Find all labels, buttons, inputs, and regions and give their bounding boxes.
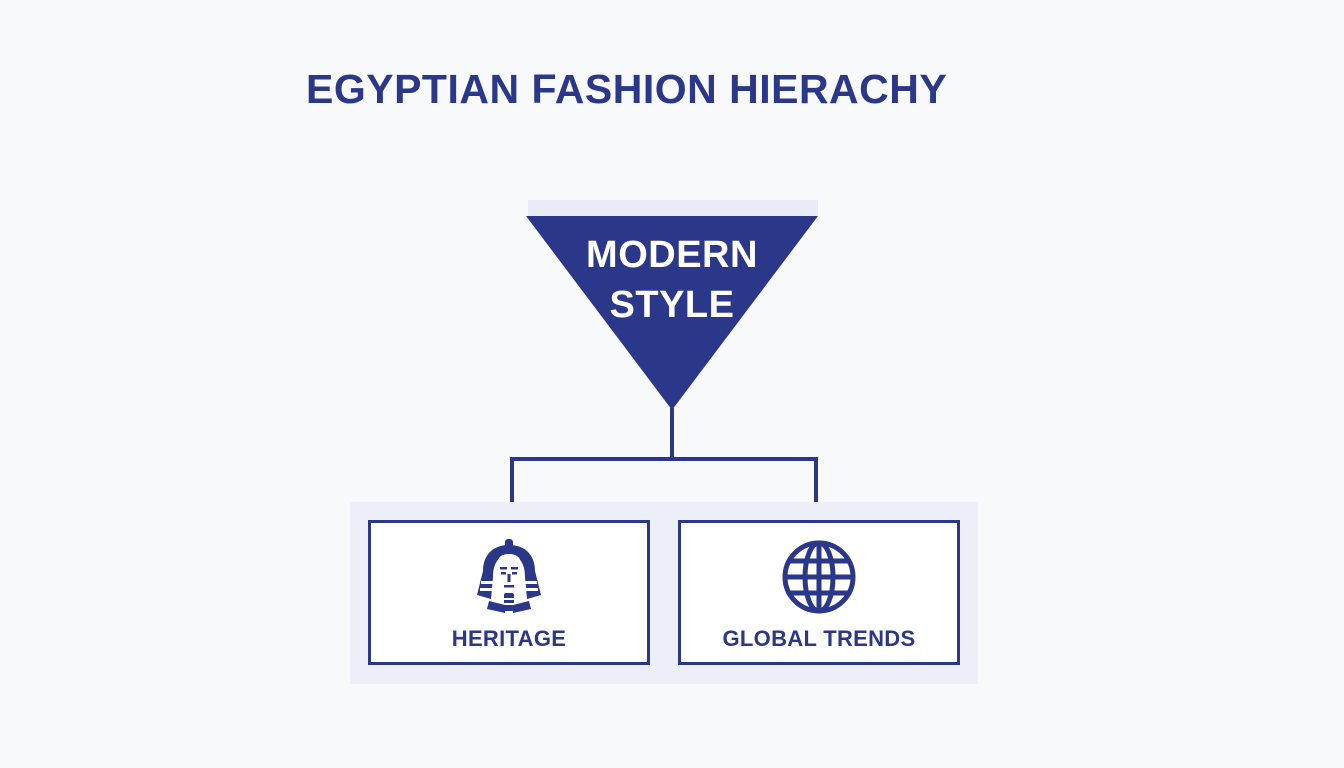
top-node-line-1: MODERN xyxy=(586,234,758,276)
global-trends-box: GLOBAL TRENDS xyxy=(678,520,960,665)
globe-icon xyxy=(779,537,859,622)
global-trends-label: GLOBAL TRENDS xyxy=(722,626,916,651)
top-node-triangle xyxy=(526,216,818,410)
pharaoh-icon xyxy=(469,537,549,622)
heritage-label: HERITAGE xyxy=(451,626,567,651)
top-node-label: MODERN STYLE xyxy=(542,230,802,330)
diagram-title: EGYPTIAN FASHION HIERACHY xyxy=(306,66,948,112)
connector-lines xyxy=(510,408,818,502)
top-node-line-2: STYLE xyxy=(609,284,735,326)
heritage-box: HERITAGE xyxy=(368,520,650,665)
top-node-shadow xyxy=(528,200,818,216)
